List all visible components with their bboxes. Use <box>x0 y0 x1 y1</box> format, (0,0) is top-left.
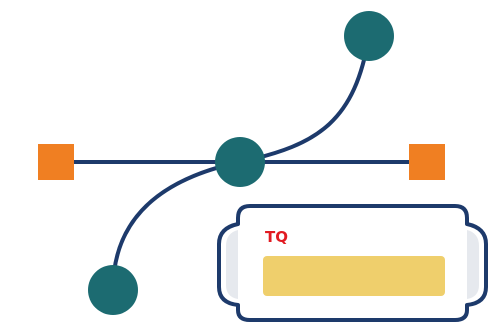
panel-right-shade <box>467 230 479 299</box>
top-anchor-node[interactable] <box>344 11 394 61</box>
panel-logo-text: TQ <box>265 228 288 246</box>
panel-card: TQ <box>217 204 488 322</box>
panel-left-shade <box>226 230 238 299</box>
bottom-anchor-node[interactable] <box>88 265 138 315</box>
panel-progress-bar <box>263 256 445 296</box>
right-handle-square[interactable] <box>409 144 445 180</box>
left-handle-square[interactable] <box>38 144 74 180</box>
center-anchor-node[interactable] <box>215 137 265 187</box>
